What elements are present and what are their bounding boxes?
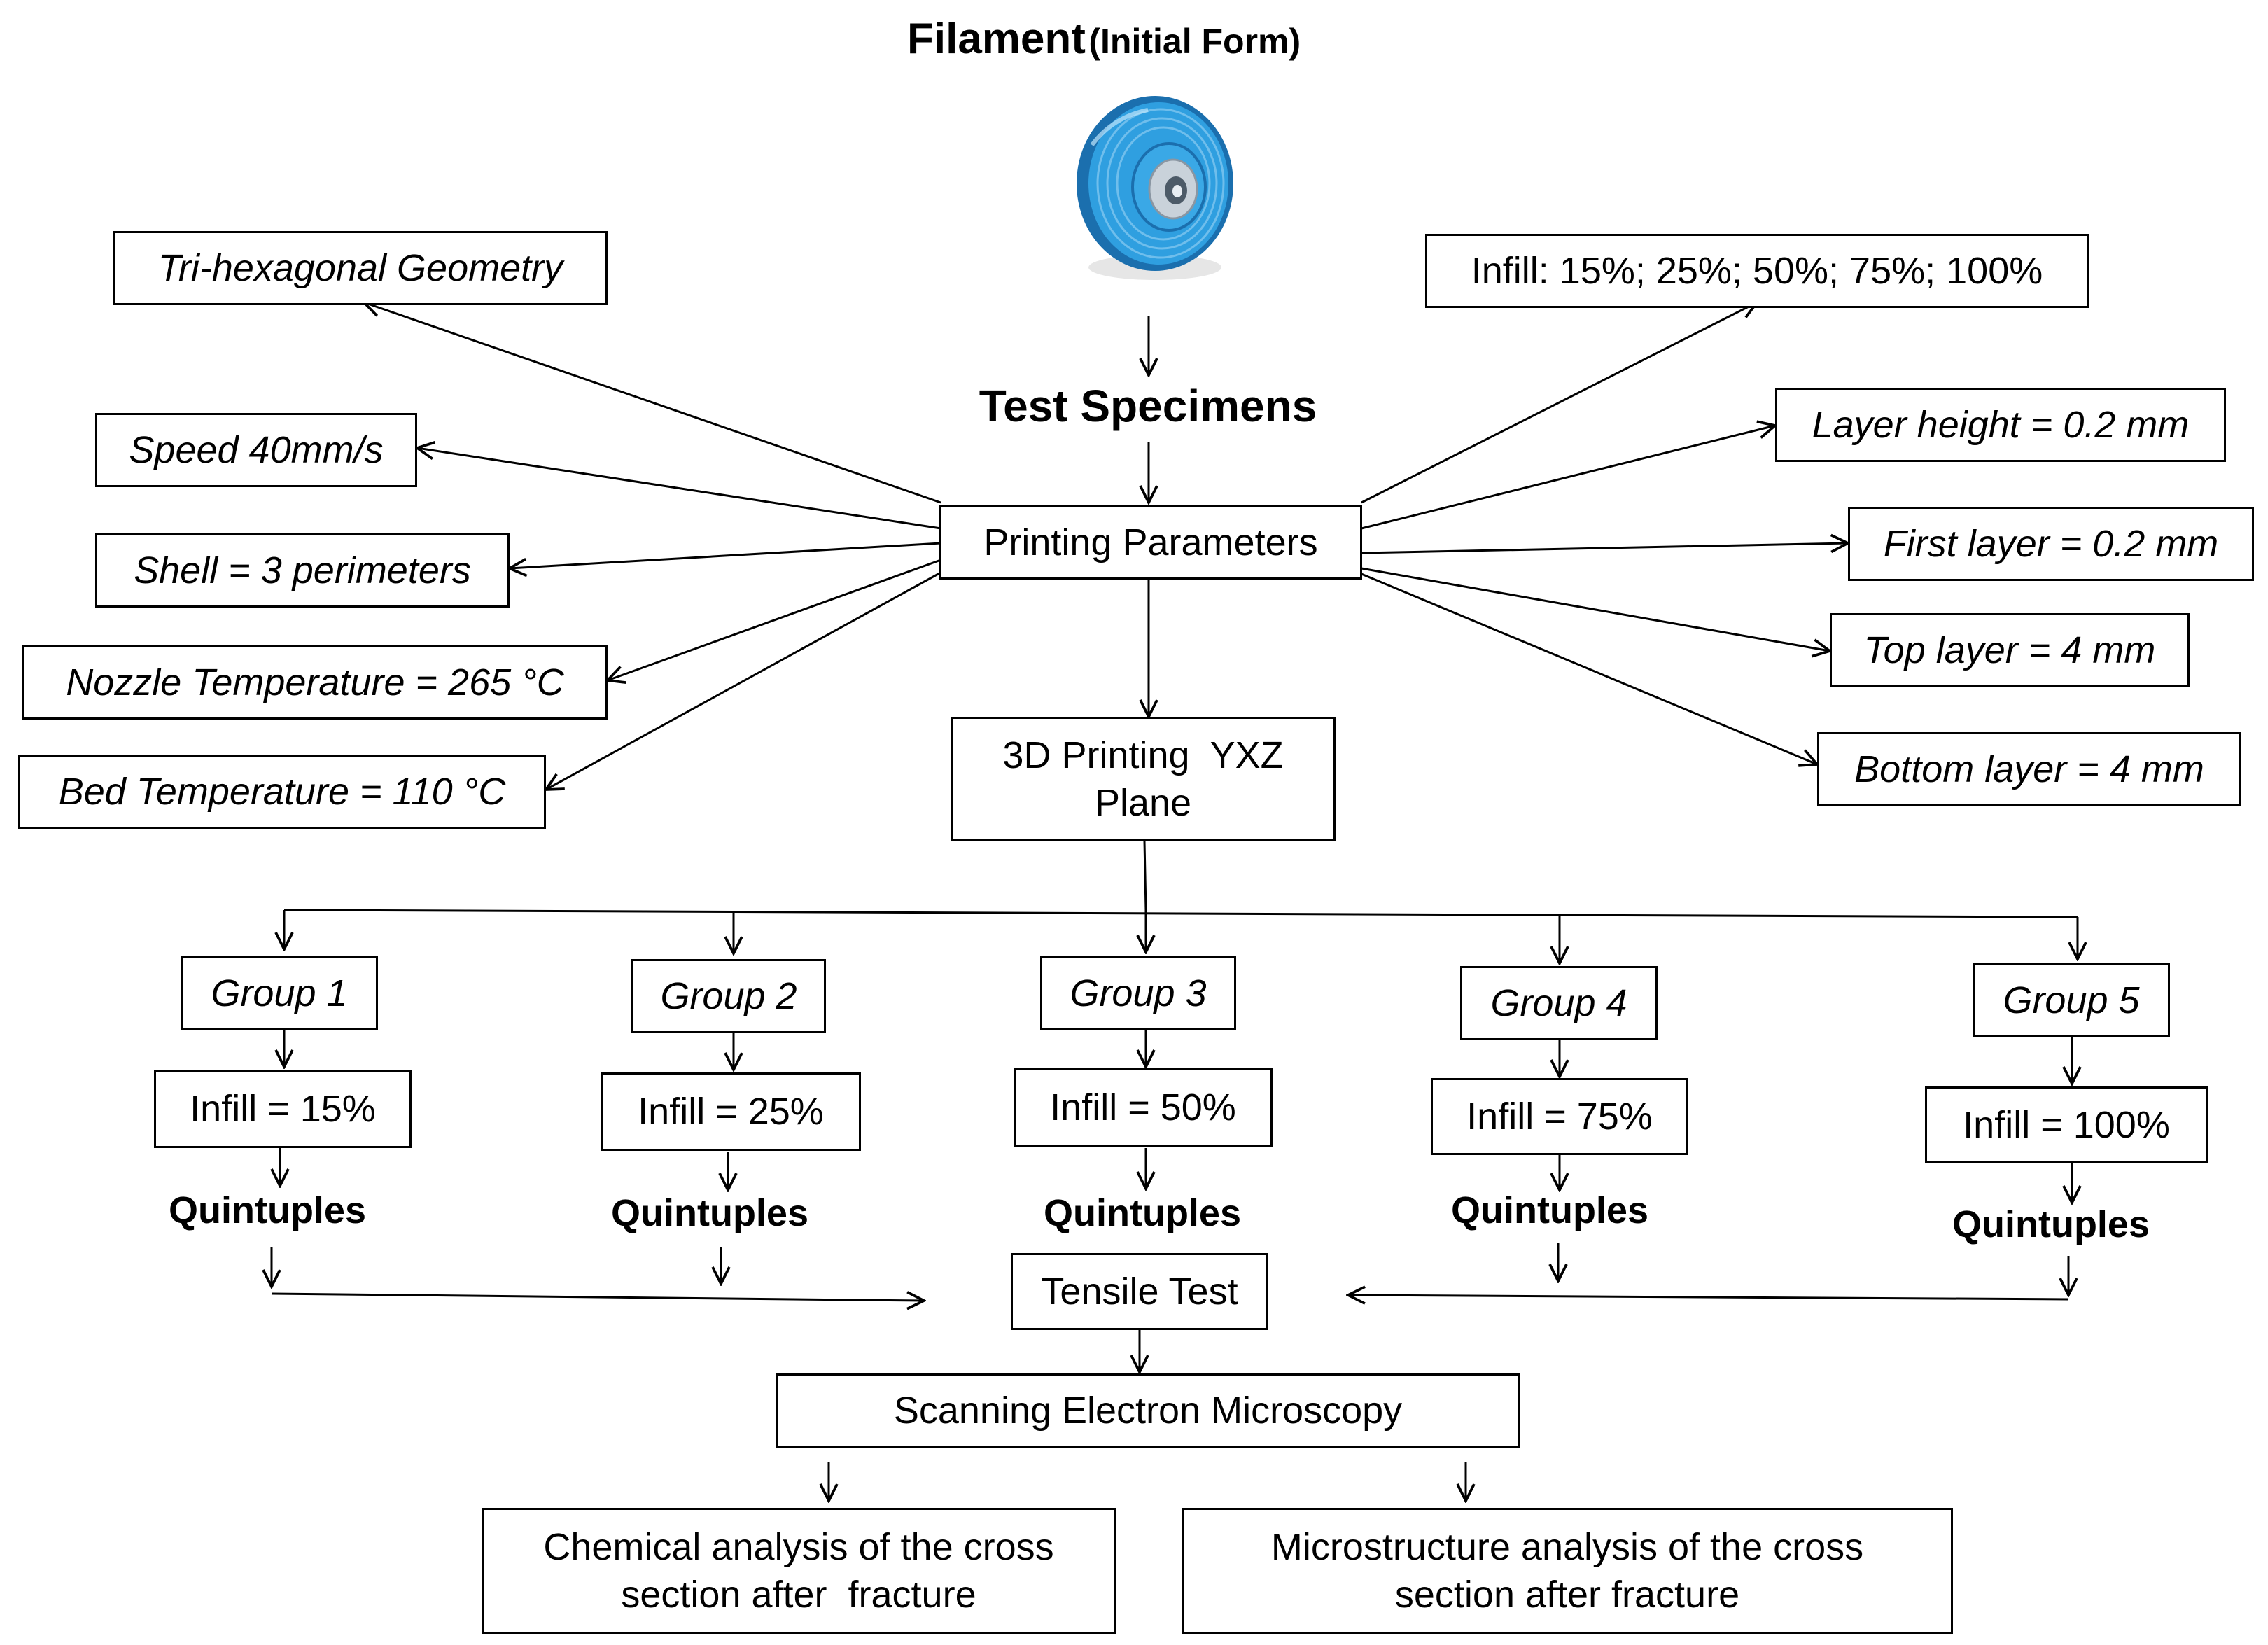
chemical-analysis-box: Chemical analysis of the cross section a… (482, 1508, 1116, 1634)
title-main: Filament (907, 15, 1086, 63)
group-5-quintuples: Quintuples (1952, 1203, 2150, 1245)
printing-plane-box: 3D Printing YXZ Plane (951, 717, 1336, 841)
diagram-title: Filament (Initial Form) (907, 11, 1301, 67)
group-2-infill-box: Infill = 25% (601, 1072, 861, 1151)
group-1-infill-box: Infill = 15% (154, 1070, 412, 1148)
param-bottom-layer: Bottom layer = 4 mm (1817, 732, 2241, 806)
group-3-box: Group 3 (1040, 956, 1236, 1030)
printing-parameters-box: Printing Parameters (939, 505, 1362, 580)
microstructure-analysis-line1: Microstructure analysis of the cross (1270, 1526, 1864, 1568)
param-bed-temperature: Bed Temperature = 110 °C (18, 755, 546, 829)
chemical-analysis-line1: Chemical analysis of the cross (543, 1526, 1054, 1568)
filament-spool-image (1077, 96, 1233, 280)
group-4-box: Group 4 (1460, 966, 1658, 1040)
tensile-test-box: Tensile Test (1011, 1253, 1268, 1330)
param-nozzle-temperature: Nozzle Temperature = 265 °C (22, 645, 608, 720)
group-5-infill-box: Infill = 100% (1925, 1086, 2208, 1163)
param-geometry: Tri-hexagonal Geometry (113, 231, 608, 305)
test-specimens-label: Test Specimens (979, 381, 1317, 431)
sem-box: Scanning Electron Microscopy (776, 1373, 1520, 1448)
group-2-quintuples: Quintuples (611, 1192, 808, 1234)
param-shell: Shell = 3 perimeters (95, 533, 510, 608)
printing-plane-line1: 3D Printing YXZ (1002, 734, 1284, 776)
group-5-box: Group 5 (1973, 963, 2170, 1037)
microstructure-analysis-box: Microstructure analysis of the cross sec… (1182, 1508, 1953, 1634)
param-top-layer: Top layer = 4 mm (1830, 613, 2190, 687)
group-3-infill-box: Infill = 50% (1014, 1068, 1273, 1147)
chemical-analysis-line2: section after fracture (621, 1574, 976, 1616)
param-speed: Speed 40mm/s (95, 413, 417, 487)
group-1-box: Group 1 (181, 956, 378, 1030)
group-1-quintuples: Quintuples (169, 1189, 366, 1231)
microstructure-analysis-line2: section after fracture (1394, 1574, 1740, 1616)
group-4-infill-box: Infill = 75% (1431, 1078, 1688, 1155)
param-infill-levels: Infill: 15%; 25%; 50%; 75%; 100% (1425, 234, 2089, 308)
group-2-box: Group 2 (631, 959, 826, 1033)
param-layer-height: Layer height = 0.2 mm (1775, 388, 2226, 462)
param-first-layer: First layer = 0.2 mm (1848, 507, 2254, 581)
group-3-quintuples: Quintuples (1044, 1192, 1241, 1234)
title-sub: (Initial Form) (1088, 22, 1301, 61)
group-4-quintuples: Quintuples (1451, 1189, 1648, 1231)
printing-plane-line2: Plane (1094, 782, 1192, 824)
